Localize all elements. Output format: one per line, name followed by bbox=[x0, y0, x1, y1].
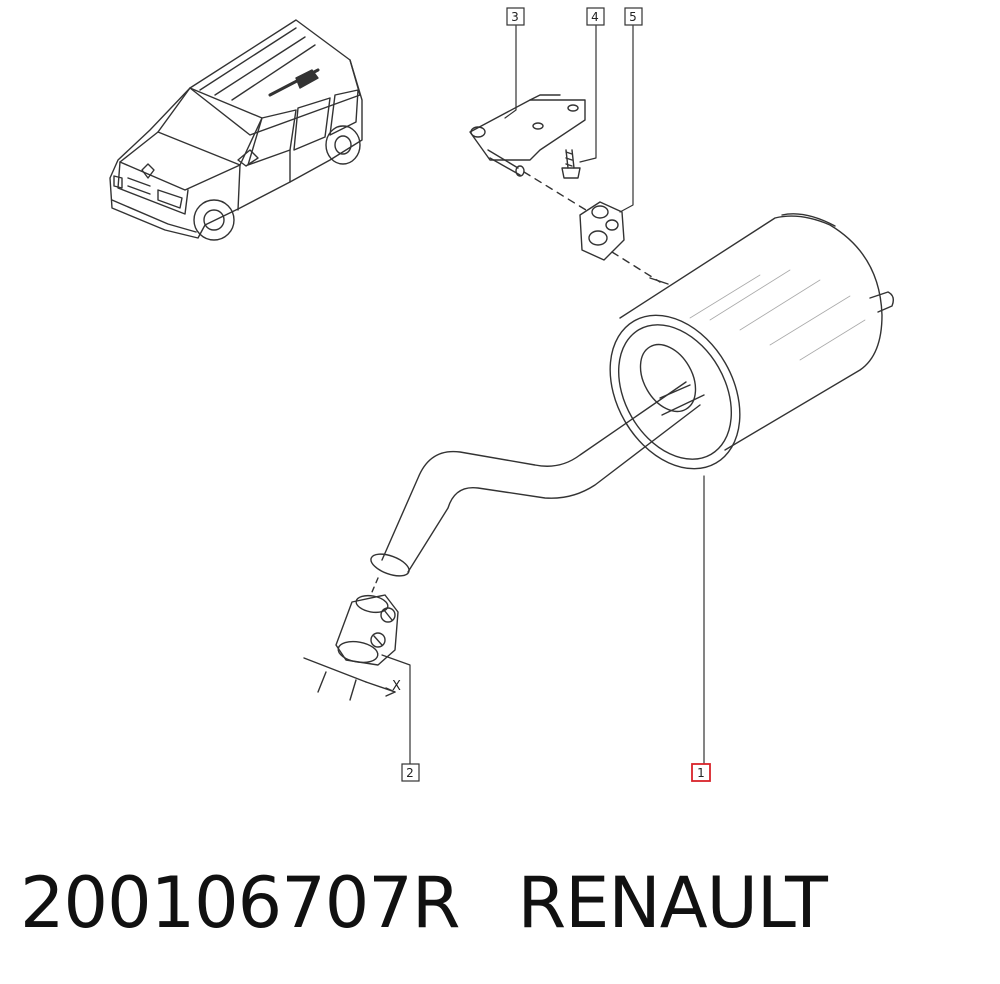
callout-2[interactable]: 2 bbox=[401, 763, 420, 782]
callout-4[interactable]: 4 bbox=[586, 7, 605, 26]
pipe-clamp bbox=[335, 594, 399, 666]
mounting-bracket bbox=[469, 94, 586, 177]
leader-lines bbox=[381, 25, 705, 765]
part-caption: 200106707R RENAULT bbox=[20, 858, 828, 948]
callout-1-label: 1 bbox=[697, 766, 705, 780]
dimension-x-label: X bbox=[392, 679, 401, 694]
callout-3[interactable]: 3 bbox=[506, 7, 525, 26]
alignment-lines bbox=[523, 171, 661, 283]
rear-silencer bbox=[370, 213, 895, 577]
callout-4-label: 4 bbox=[591, 10, 599, 24]
rubber-mount bbox=[579, 201, 625, 261]
clamp-alignment bbox=[371, 577, 379, 593]
callout-5[interactable]: 5 bbox=[624, 7, 643, 26]
bolt bbox=[561, 149, 581, 179]
dimension-x bbox=[303, 657, 396, 701]
callout-1[interactable]: 1 bbox=[691, 763, 711, 782]
callout-5-label: 5 bbox=[629, 10, 637, 24]
brand-name: RENAULT bbox=[517, 862, 827, 944]
hanger-stud bbox=[649, 277, 669, 285]
part-number: 200106707R bbox=[20, 862, 460, 944]
vehicle-illustration bbox=[109, 19, 363, 241]
callout-2-label: 2 bbox=[406, 766, 414, 780]
callout-3-label: 3 bbox=[511, 10, 519, 24]
